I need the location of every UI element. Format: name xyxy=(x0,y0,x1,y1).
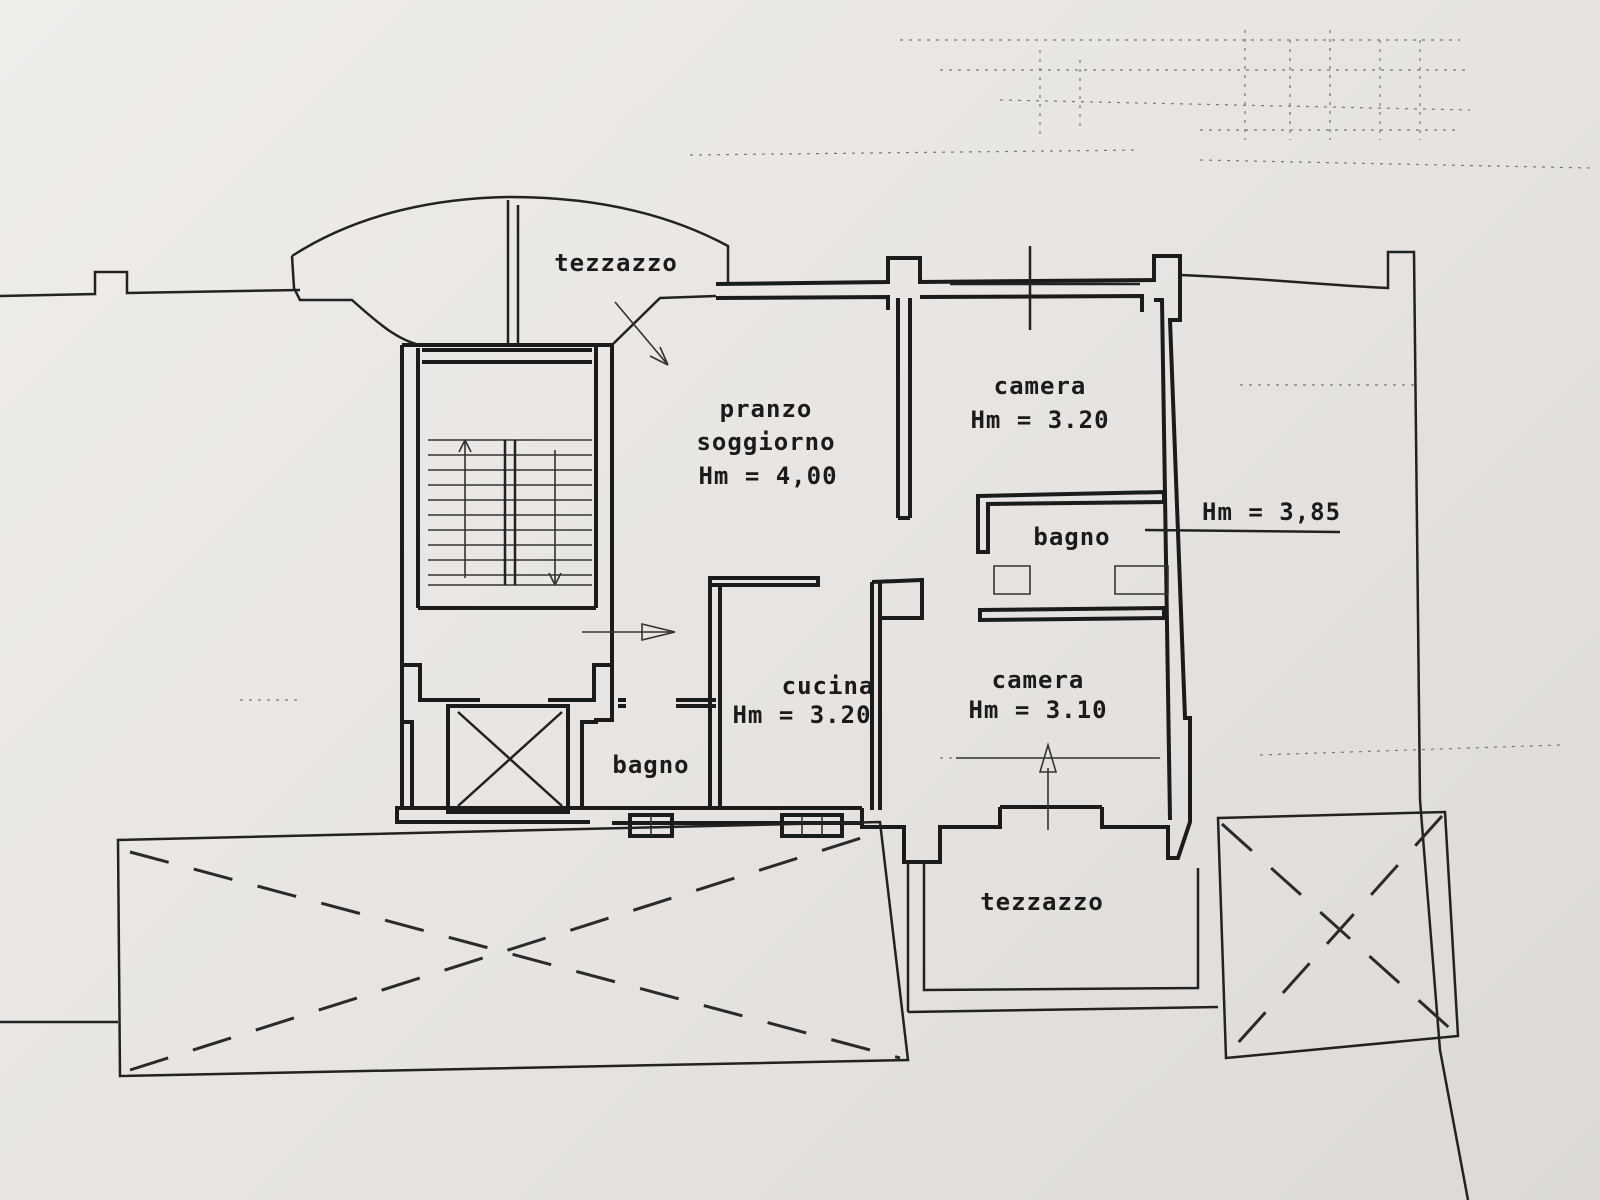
bedroom-top-height-label: Hm = 3.20 xyxy=(970,406,1109,434)
kitchen-height-label: Hm = 3.20 xyxy=(732,701,871,729)
bedroom-top-label: camera xyxy=(994,372,1087,400)
kitchen-label: cucina xyxy=(782,672,875,700)
site-boundary xyxy=(0,250,1470,1200)
bedroom-bottom-label: camera xyxy=(992,666,1085,694)
terrace-top-label: tezzazzo xyxy=(554,249,678,277)
void-area-left xyxy=(116,820,910,1078)
bathroom-main-label: bagno xyxy=(1033,523,1110,551)
background-guides xyxy=(240,30,1591,759)
void-area-right xyxy=(1216,810,1460,1060)
living-label-line1: pranzo xyxy=(720,395,813,423)
side-height-label: Hm = 3,85 xyxy=(1202,498,1341,526)
stair-core xyxy=(400,343,676,814)
room-labels: tezzazzo pranzo soggiorno Hm = 4,00 came… xyxy=(554,249,1341,916)
bedroom-bottom-height-label: Hm = 3.10 xyxy=(968,696,1107,724)
bathroom-small-label: bagno xyxy=(612,751,689,779)
terrace-bottom-outline xyxy=(906,862,1200,1012)
living-height-label: Hm = 4,00 xyxy=(698,462,837,490)
terrace-top-outline xyxy=(290,195,730,366)
terrace-bottom-label: tezzazzo xyxy=(980,888,1104,916)
interior-walls xyxy=(618,298,1341,838)
living-label-line2: soggiorno xyxy=(696,428,835,456)
